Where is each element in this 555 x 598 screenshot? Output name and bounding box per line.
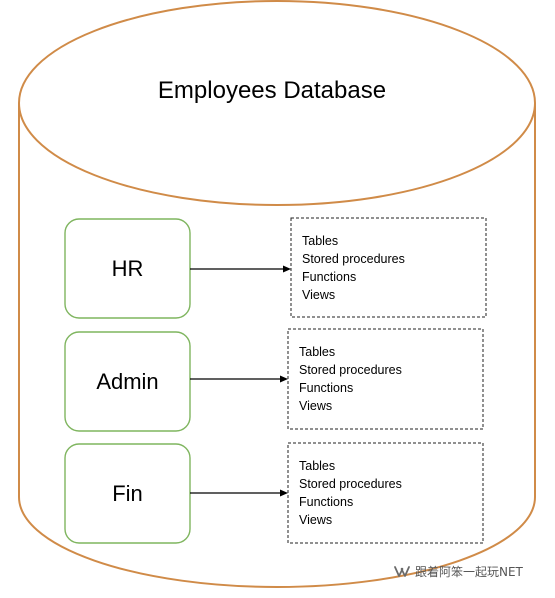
schema-group-admin: Admin Tables Stored procedures Functions…	[64, 328, 484, 432]
object-views-hr: Views	[302, 288, 335, 302]
object-tables-hr: Tables	[302, 234, 338, 248]
objects-box-hr	[290, 217, 487, 318]
schema-label-hr: HR	[112, 256, 144, 281]
schema-box-admin	[64, 331, 191, 432]
object-stored-procedures-fin: Stored procedures	[299, 477, 402, 491]
wechat-channel-icon	[393, 564, 411, 580]
schema-group-fin: Fin Tables Stored procedures Functions V…	[64, 442, 484, 544]
object-tables-admin: Tables	[299, 345, 335, 359]
objects-box-admin	[287, 328, 484, 430]
watermark-text: 跟着阿笨一起玩NET	[415, 565, 523, 579]
schema-label-admin: Admin	[96, 369, 158, 394]
arrowhead-admin	[280, 375, 288, 383]
database-cylinder-top	[18, 0, 536, 206]
schema-label-fin: Fin	[112, 481, 143, 506]
object-stored-procedures-hr: Stored procedures	[302, 252, 405, 266]
schema-group-hr: HR Tables Stored procedures Functions Vi…	[64, 217, 487, 319]
object-views-fin: Views	[299, 513, 332, 527]
arrowhead-hr	[283, 265, 291, 273]
object-stored-procedures-admin: Stored procedures	[299, 363, 402, 377]
watermark: 跟着阿笨一起玩NET	[393, 563, 523, 580]
database-title: Employees Database	[158, 77, 386, 104]
object-functions-hr: Functions	[302, 270, 356, 284]
object-functions-fin: Functions	[299, 495, 353, 509]
objects-box-fin	[287, 442, 484, 544]
arrowhead-fin	[280, 489, 288, 497]
object-tables-fin: Tables	[299, 459, 335, 473]
object-views-admin: Views	[299, 399, 332, 413]
object-functions-admin: Functions	[299, 381, 353, 395]
